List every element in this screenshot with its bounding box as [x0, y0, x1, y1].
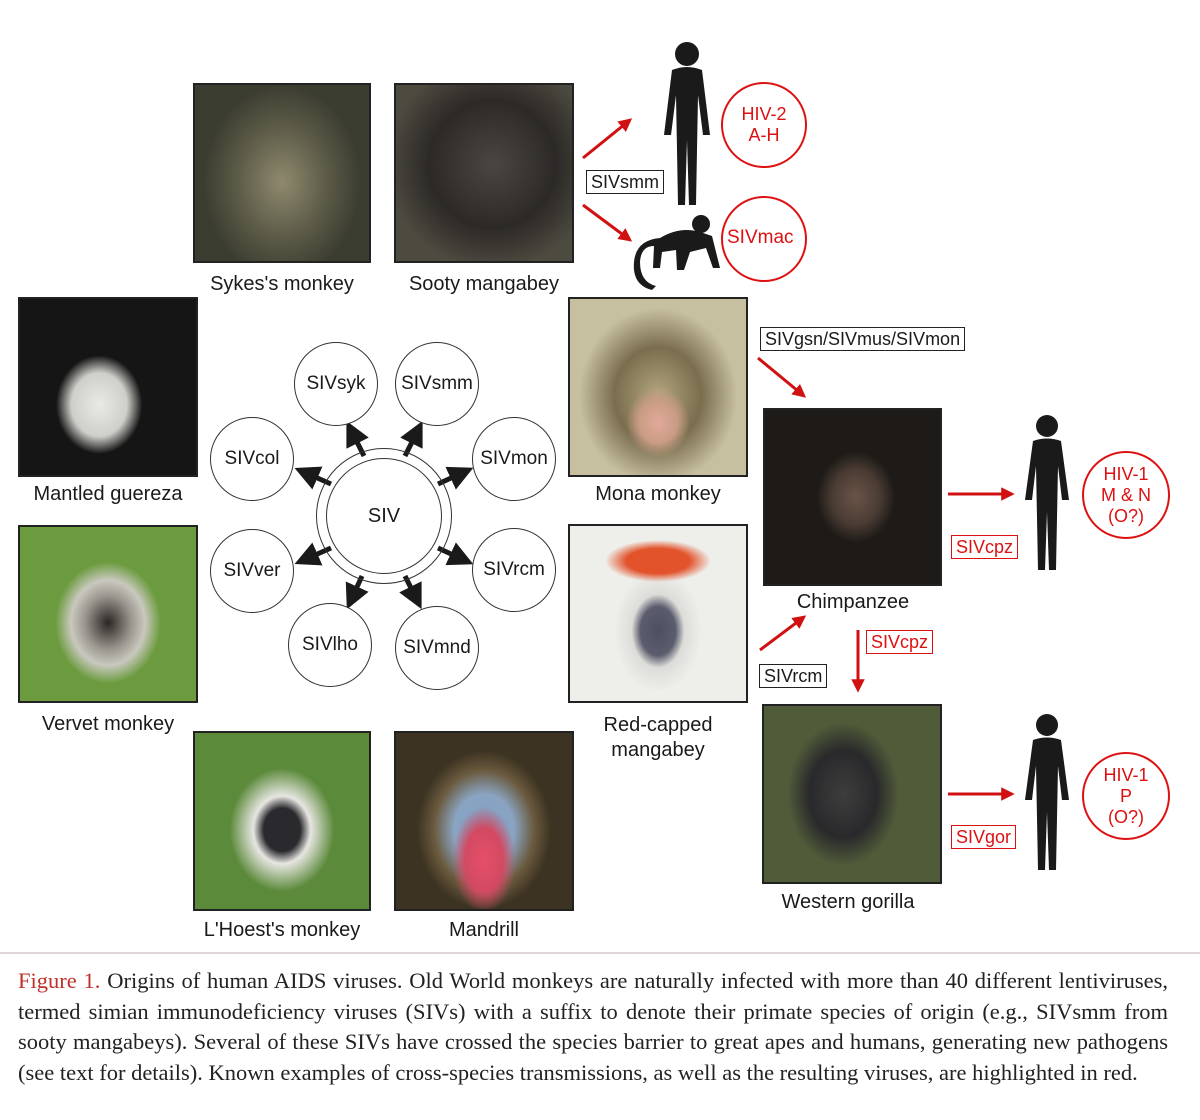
sivmon-circle: SIVmon	[472, 417, 556, 501]
sivsmm-circle: SIVsmm	[395, 342, 479, 426]
diagram-arrows-layer	[294, 42, 1069, 870]
sivmac-circle	[721, 196, 807, 282]
hiv1-mn-label-line1: HIV-1	[1103, 463, 1149, 484]
mantled-guereza-photo	[18, 297, 198, 477]
sivgor-label: SIVgor	[951, 825, 1017, 849]
chimpanzee-photo	[763, 408, 942, 586]
mandrill-photo	[394, 731, 574, 911]
red-transmission-arrows	[582, 118, 1015, 801]
lhoest-monkey-photo	[193, 731, 371, 911]
sooty-mangabey-photo	[394, 83, 574, 263]
vervet-monkey-photo	[18, 525, 198, 703]
hiv2-label-line2: A-H	[748, 125, 780, 145]
hiv1-mn-label-line3: (O?)	[1107, 505, 1144, 526]
sivrcm-circle: SIVrcm	[472, 528, 556, 612]
macaque-silhouette-icon	[633, 215, 720, 290]
sivver-circle: SIVver	[210, 529, 294, 613]
sykes-monkey-label: Sykes's monkey	[210, 273, 354, 295]
red-capped-mangabey-label-2: mangabey	[611, 739, 705, 761]
sivcpz-chimp-to-human-label: SIVcpz	[951, 535, 1019, 559]
hiv1-p-label-line3: (O?)	[1108, 806, 1144, 827]
chimpanzee-label: Chimpanzee	[796, 591, 910, 613]
siv-hub-label: SIV	[326, 458, 442, 574]
western-gorilla-label: Western gorilla	[781, 891, 915, 913]
mandrill-label: Mandrill	[448, 919, 520, 941]
sivsmm-transmission-label: SIVsmm	[586, 170, 665, 194]
mantled-guereza-label: Mantled guereza	[33, 483, 183, 505]
hiv1-p-label-line2: P	[1119, 785, 1132, 806]
western-gorilla-photo	[762, 704, 942, 884]
mona-monkey-photo	[568, 297, 748, 477]
figure-caption: Figure 1. Origins of human AIDS viruses.…	[18, 966, 1168, 1088]
human-silhouette-icon	[664, 42, 710, 205]
sivlho-circle: SIVlho	[288, 603, 372, 687]
sivsyk-circle: SIVsyk	[294, 342, 378, 426]
red-capped-mangabey-label-1: Red-capped	[603, 714, 713, 736]
caption-divider	[0, 952, 1200, 954]
sivmnd-circle: SIVmnd	[395, 606, 479, 690]
sooty-mangabey-label: Sooty mangabey	[408, 273, 560, 295]
sivcpz-chimp-to-gorilla-label: SIVcpz	[866, 630, 934, 654]
red-capped-mangabey-photo	[568, 524, 748, 703]
sykes-monkey-photo	[193, 83, 371, 263]
hiv2-label-line1: HIV-2	[741, 104, 787, 124]
sivgsn-mus-mon-label: SIVgsn/SIVmus/SIVmon	[760, 327, 966, 351]
lhoest-monkey-label: L'Hoest's monkey	[203, 919, 361, 941]
human-silhouette-icon	[1025, 415, 1069, 570]
vervet-monkey-label: Vervet monkey	[41, 713, 175, 735]
sivcol-circle: SIVcol	[210, 417, 294, 501]
sivrcm-transmission-label: SIVrcm	[759, 664, 828, 688]
siv-hub-circle: SIV	[316, 448, 452, 584]
human-silhouette-icon	[1025, 714, 1069, 870]
caption-text: Origins of human AIDS viruses. Old World…	[18, 968, 1168, 1085]
hiv1-mn-label-line2: M & N	[1100, 484, 1151, 505]
figure-number: Figure 1.	[18, 968, 101, 993]
mona-monkey-label: Mona monkey	[595, 483, 721, 505]
hiv1-p-label-line1: HIV-1	[1103, 764, 1149, 785]
